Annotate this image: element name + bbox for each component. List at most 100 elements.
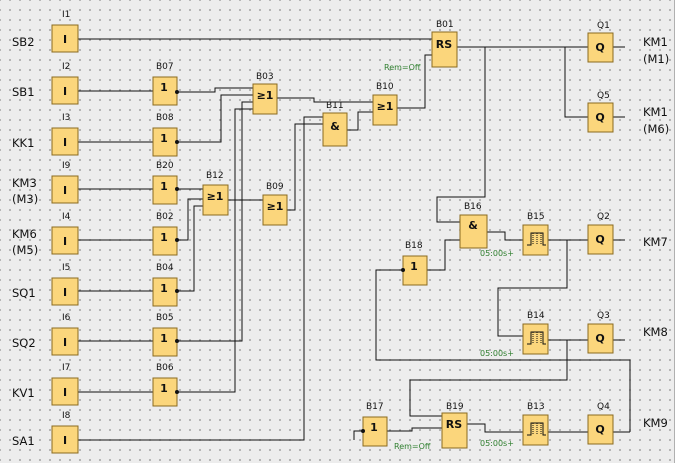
svg-text:1: 1 (410, 260, 418, 273)
output-q3[interactable]: Q3 Q KM8 (587, 311, 668, 354)
svg-text:KM9: KM9 (643, 416, 668, 430)
svg-text:B15: B15 (527, 212, 545, 222)
input-i5[interactable]: I5 I SQ1 (12, 263, 79, 306)
svg-text:Q: Q (595, 423, 604, 436)
svg-text:KM7: KM7 (643, 235, 668, 249)
block-b08[interactable]: B08 1 (152, 113, 179, 157)
input-block (51, 175, 79, 204)
input-block (51, 277, 79, 306)
input-id: I3 (62, 113, 70, 123)
svg-text:B11: B11 (326, 101, 344, 111)
block-b20[interactable]: B20 1 (152, 161, 179, 205)
wires (78, 38, 631, 441)
wire-i8-b17 (78, 116, 323, 441)
block-b18[interactable]: B18 1 (401, 241, 428, 286)
block-b13[interactable]: B13 05:00s+ (480, 402, 549, 448)
input-i3[interactable]: I3 I KK1 (12, 113, 79, 156)
svg-text:B20: B20 (156, 161, 174, 171)
b15-param: 05:00s+ (480, 249, 514, 258)
svg-text:Q1: Q1 (597, 21, 610, 31)
wire-b01-b16 (436, 47, 486, 223)
input-symbol: I (63, 33, 67, 46)
input-i8[interactable]: I8 I SA1 (12, 411, 79, 454)
b01-param: Rem=Off (384, 63, 421, 72)
block-b12[interactable]: B12 ≥1 (202, 171, 229, 216)
svg-text:B04: B04 (156, 263, 174, 273)
wire-b11-b10 (347, 111, 373, 131)
output-q5[interactable]: Q5 Q KM1 (M6) (587, 91, 669, 136)
wire-b15-b14 (497, 240, 568, 337)
block-b01[interactable]: B01 RS Rem=Off (384, 20, 458, 72)
input-id: I2 (62, 62, 70, 72)
svg-text:B16: B16 (464, 202, 482, 212)
block-b02[interactable]: B02 1 (152, 212, 179, 256)
svg-text:B12: B12 (206, 171, 224, 181)
input-i7[interactable]: I7 I KV1 (12, 363, 79, 406)
input-id: I8 (62, 411, 71, 421)
output-q1[interactable]: Q1 Q KM1 (M1) (587, 21, 669, 66)
input-i6[interactable]: I6 I SQ2 (12, 313, 79, 356)
svg-text:B13: B13 (527, 402, 545, 412)
b19-param: Rem=Off (394, 442, 431, 451)
block-b03[interactable]: B03 ≥1 (252, 72, 278, 115)
input-label: SB1 (12, 85, 35, 99)
svg-text:B05: B05 (156, 313, 174, 323)
block-b15[interactable]: B15 05:00s+ (480, 212, 549, 258)
svg-text:Q: Q (595, 111, 604, 124)
input-i2[interactable]: I2 I SB1 (12, 62, 79, 105)
svg-text:1: 1 (160, 332, 168, 345)
block-b14[interactable]: B14 05:00s+ (480, 311, 549, 358)
svg-text:RS: RS (446, 418, 462, 431)
input-i9[interactable]: I9 I KM3 (M3) (12, 161, 79, 206)
block-b05[interactable]: B05 1 (152, 313, 179, 357)
svg-text:≥1: ≥1 (267, 200, 284, 213)
svg-text:KM1: KM1 (643, 105, 668, 119)
wire-b02-b12 (177, 198, 203, 241)
input-sublabel: (M3) (12, 192, 38, 206)
wire-b06-b03 (177, 108, 253, 393)
block-b10[interactable]: B10 ≥1 (372, 82, 398, 126)
block-b06[interactable]: B06 1 (152, 363, 179, 407)
block-b09[interactable]: B09 ≥1 (262, 182, 288, 226)
svg-text:B06: B06 (156, 363, 174, 373)
block-b16[interactable]: B16 & (459, 202, 488, 249)
svg-text:B07: B07 (156, 62, 174, 72)
input-id: I4 (62, 212, 71, 222)
wire-i8-b17-in (353, 430, 363, 440)
block-b17[interactable]: B17 1 (361, 402, 388, 447)
block-b07[interactable]: B07 1 (152, 62, 179, 106)
input-id: I5 (62, 263, 70, 273)
input-symbol: I (63, 336, 67, 349)
wire-b01-q5 (564, 47, 588, 118)
input-label: SQ2 (12, 336, 36, 350)
input-id: I6 (62, 313, 71, 323)
svg-text:B03: B03 (256, 72, 274, 82)
output-q2[interactable]: Q2 Q KM7 (587, 212, 668, 255)
wire-b19-b13 (467, 423, 505, 433)
wire-q4-b18 (375, 269, 631, 432)
input-block (51, 76, 79, 105)
svg-text:Q: Q (595, 233, 604, 246)
svg-text:B17: B17 (366, 402, 384, 412)
input-i1[interactable]: I1 I SB2 (12, 10, 79, 53)
svg-text:Q: Q (595, 41, 604, 54)
input-symbol: I (63, 434, 67, 447)
block-b11[interactable]: B11 & (322, 101, 348, 147)
svg-text:1: 1 (160, 231, 168, 244)
input-symbol: I (63, 386, 67, 399)
input-block (51, 24, 79, 53)
input-symbol: I (63, 235, 67, 248)
input-label: KV1 (12, 386, 35, 400)
block-b19[interactable]: B19 RS Rem=Off (394, 402, 468, 451)
block-b04[interactable]: B04 1 (152, 263, 179, 307)
input-i4[interactable]: I4 I KM6 (M5) (12, 212, 79, 257)
output-q4[interactable]: Q4 Q KM9 (587, 402, 668, 445)
wire-b14-b13 (409, 340, 568, 417)
svg-text:Q4: Q4 (597, 402, 610, 412)
input-label: KM6 (12, 227, 37, 241)
input-symbol: I (63, 286, 67, 299)
not-blocks: B07 1 B08 1 B20 1 B02 1 B04 1 (152, 62, 179, 407)
svg-text:B02: B02 (156, 212, 174, 222)
svg-text:B08: B08 (156, 113, 174, 123)
